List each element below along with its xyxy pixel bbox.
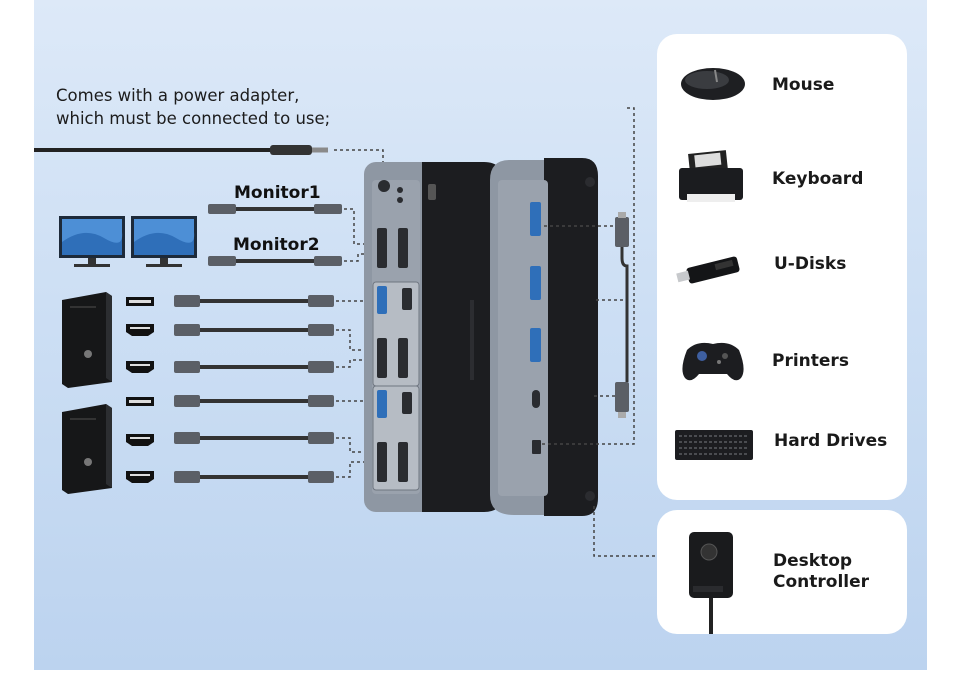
keyboard-icon [675, 430, 753, 460]
device-links [542, 107, 657, 557]
controller-label-line1: Desktop [773, 551, 853, 571]
kvm-switch-front [364, 162, 504, 512]
device-label-keyboard: Keyboard [772, 169, 864, 189]
computer-tower-icon [62, 292, 112, 388]
peripheral-icons [675, 68, 753, 460]
power-note-line2: which must be connected to use; [56, 109, 331, 128]
gamepad-icon [682, 342, 744, 381]
mouse-icon [681, 68, 745, 100]
monitor-icon [131, 216, 197, 267]
computer-tower-icon [62, 404, 112, 494]
hdmi-port-icon [126, 324, 154, 336]
controller-label-line2: Controller [773, 572, 870, 592]
monitor2-cable [208, 253, 372, 266]
usb-drive-icon [676, 256, 740, 284]
usb-a-cable [615, 212, 629, 418]
controller-label: Desktop Controller [773, 551, 869, 593]
kvm-switch-back [490, 158, 598, 516]
hdmi-port-icon [126, 361, 154, 373]
controller-card: Desktop Controller [657, 510, 907, 634]
device-label-mouse: Mouse [772, 75, 835, 95]
device-label-hard-drives: Hard Drives [774, 431, 888, 451]
device-label-printers: Printers [772, 351, 849, 371]
diagram-canvas [34, 107, 657, 557]
monitor2-label: Monitor2 [233, 235, 320, 255]
device-label-u-disks: U-Disks [774, 254, 847, 274]
usb-port-icon [126, 397, 154, 406]
power-adapter-note: Comes with a power adapter, which must b… [56, 84, 330, 130]
pc-cables [174, 295, 334, 483]
printer-icon [679, 150, 743, 202]
desktop-controller-icon [689, 532, 733, 634]
usb-port-icon [126, 297, 154, 306]
power-note-line1: Comes with a power adapter, [56, 86, 300, 105]
product-panel: Comes with a power adapter, which must b… [34, 0, 927, 670]
monitor1-label: Monitor1 [234, 183, 321, 203]
monitor-icon [59, 216, 125, 267]
peripherals-card: Mouse Keyboard U-Disks Printers Hard Dri… [657, 34, 907, 500]
monitor1-cable [208, 204, 372, 245]
hdmi-port-icon [126, 434, 154, 446]
power-cable [34, 145, 384, 178]
hdmi-port-icon [126, 471, 154, 483]
